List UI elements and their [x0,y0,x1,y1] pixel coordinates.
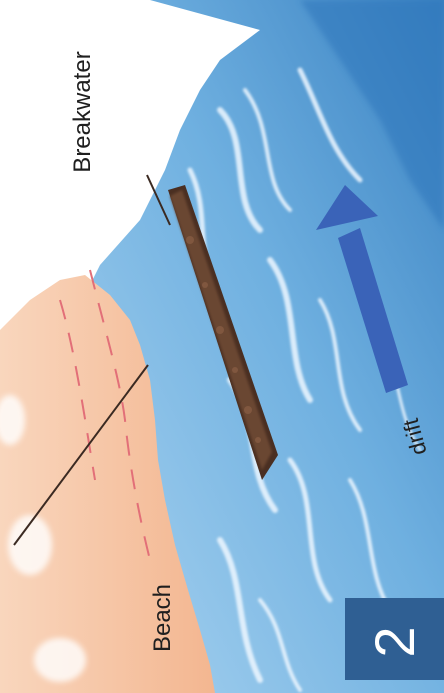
breakwater-label: Breakwater [69,51,96,172]
panel-number: 2 [363,626,426,657]
beach-label: Beach [149,584,176,652]
